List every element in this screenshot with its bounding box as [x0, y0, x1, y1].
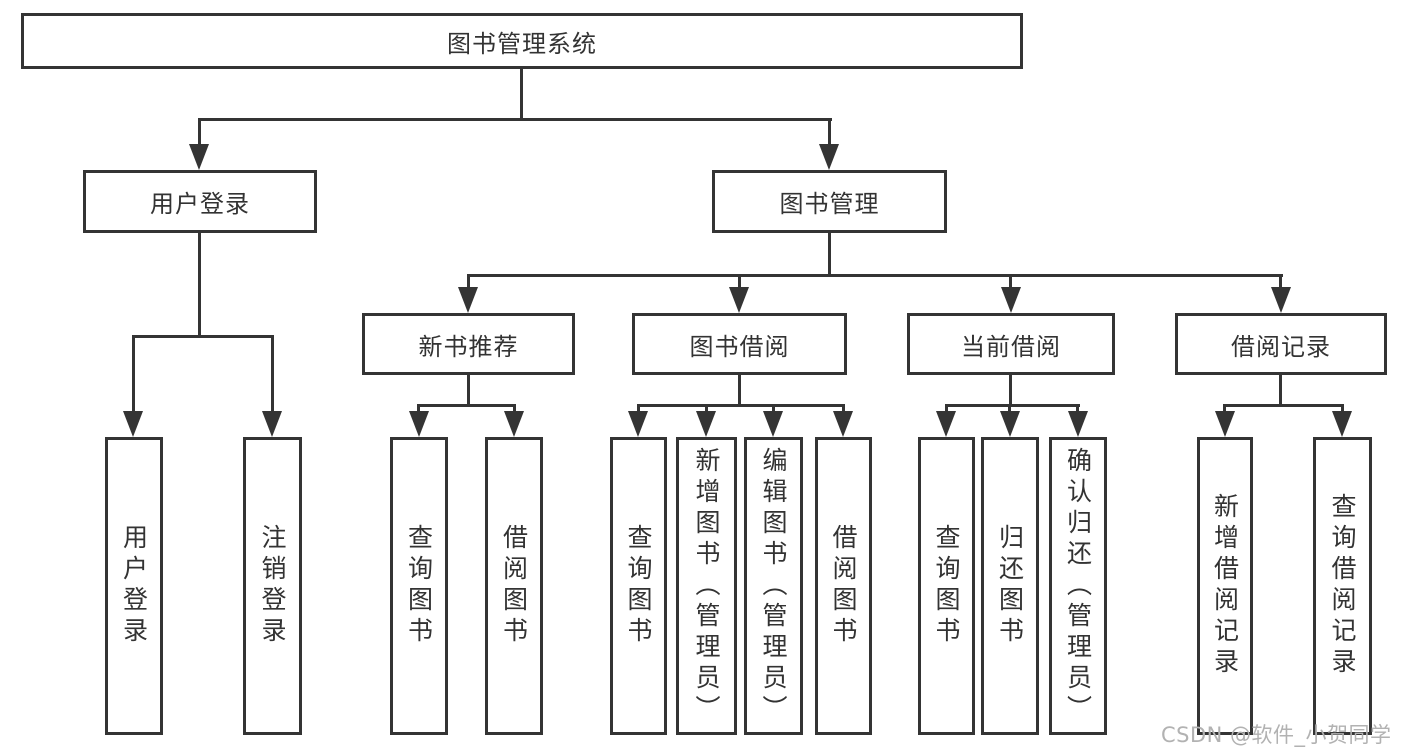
connector-line — [198, 118, 832, 121]
leaf-confirm-return-admin: 确认归还（管理员） — [1049, 437, 1107, 735]
node-book-borrowing: 图书借阅 — [632, 313, 847, 375]
leaf-logout: 注销登录 — [243, 437, 302, 735]
connector-line — [271, 335, 274, 412]
connector-line — [417, 404, 420, 413]
connector-line — [1223, 404, 1226, 413]
connector-line — [467, 274, 1283, 277]
connector-line — [828, 118, 831, 146]
node-borrowing-records: 借阅记录 — [1175, 313, 1387, 375]
node-library-management-system: 图书管理系统 — [21, 13, 1023, 69]
leaf-query-books-borrowing: 查询图书 — [610, 437, 667, 735]
arrowhead-down-icon — [833, 411, 853, 437]
connector-line — [738, 375, 741, 406]
arrowhead-down-icon — [1068, 411, 1088, 437]
connector-line — [520, 69, 523, 118]
connector-line — [772, 404, 775, 413]
arrowhead-down-icon — [1215, 411, 1235, 437]
connector-line — [132, 335, 274, 338]
connector-line — [1279, 375, 1282, 406]
connector-line — [1009, 375, 1012, 406]
connector-line — [738, 274, 741, 289]
connector-line — [945, 404, 1080, 407]
connector-line — [842, 404, 845, 413]
connector-line — [467, 375, 470, 406]
leaf-borrow-books-borrowing: 借阅图书 — [815, 437, 872, 735]
leaf-borrow-books-recommend: 借阅图书 — [485, 437, 543, 735]
connector-line — [705, 404, 708, 413]
connector-line — [637, 404, 845, 407]
leaf-query-books-current: 查询图书 — [918, 437, 975, 735]
arrowhead-down-icon — [189, 144, 209, 170]
connector-line — [467, 274, 470, 289]
leaf-return-books: 归还图书 — [981, 437, 1039, 735]
connector-line — [132, 335, 135, 412]
leaf-query-books-recommend: 查询图书 — [390, 437, 448, 735]
connector-line — [1341, 404, 1344, 413]
arrowhead-down-icon — [1001, 287, 1021, 313]
connector-line — [417, 404, 516, 407]
connector-line — [1279, 274, 1282, 289]
node-new-book-recommendation: 新书推荐 — [362, 313, 575, 375]
arrowhead-down-icon — [458, 287, 478, 313]
arrowhead-down-icon — [504, 411, 524, 437]
node-book-management: 图书管理 — [712, 170, 947, 233]
arrowhead-down-icon — [1000, 411, 1020, 437]
arrowhead-down-icon — [628, 411, 648, 437]
arrowhead-down-icon — [819, 144, 839, 170]
leaf-add-books-admin: 新增图书（管理员） — [676, 437, 737, 735]
connector-line — [513, 404, 516, 413]
arrowhead-down-icon — [1332, 411, 1352, 437]
leaf-edit-books-admin: 编辑图书（管理员） — [744, 437, 803, 735]
connector-line — [945, 404, 948, 413]
leaf-user-login: 用户登录 — [105, 437, 163, 735]
connector-line — [198, 233, 201, 335]
arrowhead-down-icon — [123, 411, 143, 437]
connector-line — [1076, 404, 1079, 413]
leaf-add-borrow-record: 新增借阅记录 — [1197, 437, 1253, 735]
arrowhead-down-icon — [262, 411, 282, 437]
arrowhead-down-icon — [763, 411, 783, 437]
arrowhead-down-icon — [696, 411, 716, 437]
connector-line — [198, 118, 201, 146]
connector-line — [1009, 274, 1012, 289]
node-user-login: 用户登录 — [83, 170, 317, 233]
connector-line — [1223, 404, 1344, 407]
arrowhead-down-icon — [936, 411, 956, 437]
arrowhead-down-icon — [1271, 287, 1291, 313]
arrowhead-down-icon — [729, 287, 749, 313]
csdn-watermark: CSDN @软件_小贺同学 — [1161, 723, 1392, 747]
connector-line — [1008, 404, 1011, 413]
leaf-query-borrow-record: 查询借阅记录 — [1313, 437, 1372, 735]
arrowhead-down-icon — [409, 411, 429, 437]
connector-line — [828, 233, 831, 274]
node-current-borrowing: 当前借阅 — [907, 313, 1115, 375]
connector-line — [637, 404, 640, 413]
